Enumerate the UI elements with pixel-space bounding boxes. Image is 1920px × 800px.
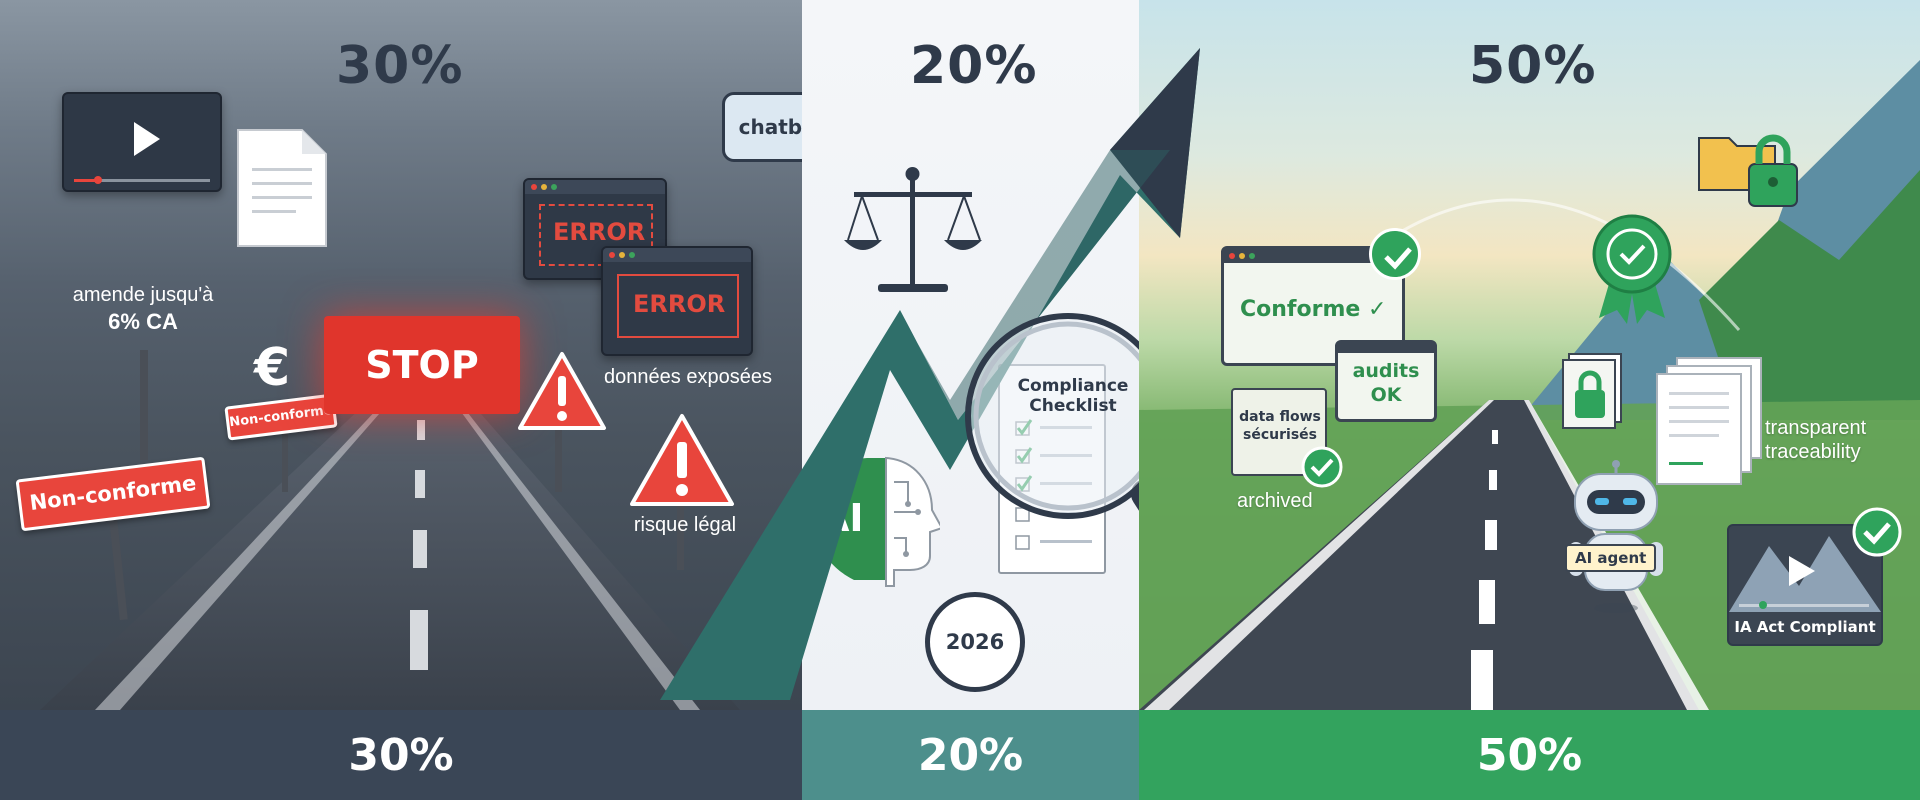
warning-icon: [630, 414, 734, 506]
audits-window: audits OK: [1335, 340, 1437, 422]
audits-label: audits OK: [1352, 360, 1420, 406]
mountain-icon: [1729, 536, 1881, 612]
scale-icon: [844, 167, 982, 292]
check-icon: [1301, 446, 1343, 488]
right-bottom-percent: 50%: [1476, 729, 1583, 781]
right-top-percent: 50%: [1469, 36, 1597, 96]
folder-lock-icon: [1698, 134, 1798, 207]
chatbot-label: chatbot: [738, 115, 802, 139]
growth-arrow: [660, 48, 1200, 700]
warning-icon: [518, 352, 606, 430]
risk-label: risque légal: [633, 514, 737, 536]
fine-line1: amende jusqu'à: [72, 284, 214, 306]
dark-road: [40, 390, 740, 710]
stop-label: STOP: [365, 343, 479, 387]
noncompliant-panel: 30% amende jusqu'à 6% CA Non-conforme € …: [0, 0, 802, 710]
stop-sign: STOP: [324, 316, 520, 414]
error-window: ERROR: [601, 246, 753, 356]
clock-icon: 2026: [925, 592, 1025, 692]
euro-symbol: €: [254, 338, 291, 398]
magnifier-icon: [965, 313, 1139, 519]
data-flows-label: data flows sécurisés: [1239, 409, 1321, 443]
conforme-label: Conforme ✓: [1240, 297, 1387, 322]
bottom-bar-right: 50%: [1139, 710, 1920, 800]
document-stack-icon: [1656, 357, 1762, 485]
sign-post: [555, 422, 562, 492]
archived-label: archived: [1237, 490, 1313, 512]
robot-icon: [1569, 460, 1663, 613]
fine-line2: 6% CA: [108, 309, 178, 334]
video-window: [62, 92, 222, 192]
left-top-percent: 30%: [336, 36, 464, 96]
sign-post: [282, 432, 288, 492]
middle-bottom-percent: 20%: [917, 729, 1024, 781]
year-label: 2026: [945, 630, 1005, 654]
document-icon: [237, 129, 327, 247]
bottom-bar-left: 30%: [0, 710, 802, 800]
compliant-panel: 50% Conforme ✓ audits OK data flows sécu…: [1139, 0, 1920, 710]
error-text: ERROR: [633, 290, 726, 318]
check-icon: [1852, 507, 1902, 557]
error-text: ERROR: [553, 218, 646, 246]
check-icon: [1369, 228, 1421, 280]
chatbot-bubble: chatbot: [722, 92, 802, 162]
fine-label: amende jusqu'à 6% CA: [50, 284, 236, 335]
locked-document-icon: [1562, 353, 1622, 429]
rosette-icon: [1592, 214, 1672, 324]
video-icon: [74, 122, 210, 184]
bottom-bar-middle: 20%: [802, 710, 1139, 800]
checklist-title: Compliance Checklist: [1017, 376, 1129, 416]
left-bottom-percent: 30%: [348, 729, 454, 781]
ia-act-label: IA Act Compliant: [1734, 618, 1876, 636]
transparent-label: transparent traceability: [1765, 417, 1867, 463]
ai-agent-tag: AI agent: [1565, 544, 1657, 572]
middle-top-percent: 20%: [910, 36, 1038, 96]
sign-post: [677, 500, 684, 570]
exposed-data-label: données exposées: [604, 366, 772, 388]
sign-post: [140, 350, 148, 460]
